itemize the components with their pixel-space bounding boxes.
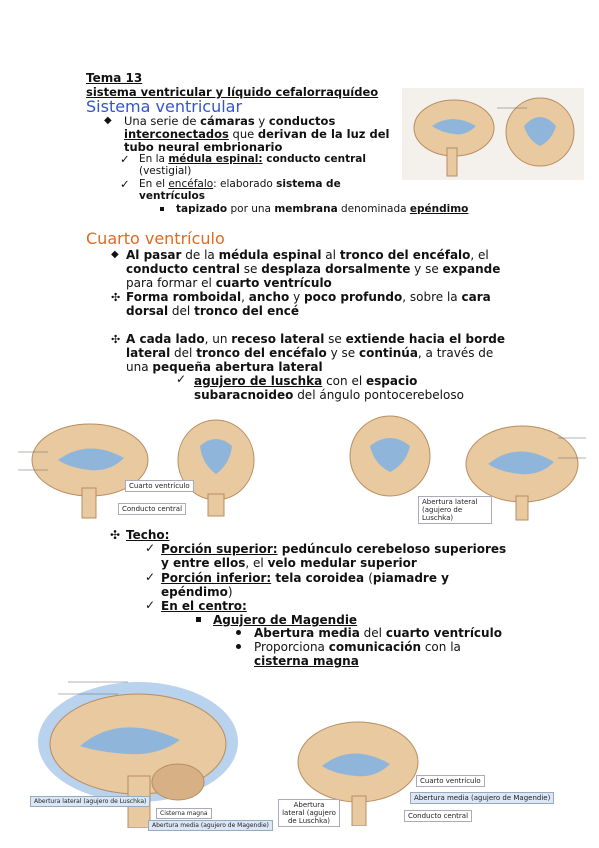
dot-bullet-icon [236, 630, 241, 635]
topic-subtitle: sistema ventricular y líquido cefalorraq… [86, 85, 379, 99]
check-icon: ✓ [120, 152, 130, 166]
sec1-line2: interconectados que derivan de la luz de… [124, 127, 390, 141]
sec1-check1b: (vestigial) [139, 165, 192, 177]
middle-brain-figures [18, 415, 586, 521]
star-bullet-icon: ✣ [111, 291, 121, 304]
label-magendie-left: Abertura media (agujero de Magendie) [148, 820, 273, 831]
sec3-d2b: cisterna magna [254, 654, 359, 668]
sec3-infb: epéndimo) [161, 585, 233, 599]
label-cuarto-ventriculo: Cuarto ventrículo [125, 480, 194, 492]
sec2-line3: para formar el cuarto ventrículo [126, 276, 332, 290]
star-bullet-icon: ✣ [111, 333, 121, 346]
sec1-check2: En el encéfalo: elaborado sistema de [139, 178, 341, 190]
topic-number: Tema 13 [86, 71, 143, 85]
bottom-left-sagittal-figure [38, 681, 238, 828]
section-heading-ventricular: Sistema ventricular [86, 97, 243, 116]
sec2-check1: agujero de luschka con el espacio [194, 374, 418, 388]
label-abertura-lateral-2: Abertura lateral (agujero de Luschka) [278, 799, 340, 827]
check-icon: ✓ [145, 598, 156, 612]
sec2-line8: una pequeña abertura lateral [126, 360, 323, 374]
dot-bullet-icon [236, 644, 241, 649]
techo-heading: Techo: [126, 528, 170, 542]
sec1-line3: tubo neural embrionario [124, 140, 283, 154]
bottom-right-brain-figure [297, 721, 419, 826]
label-abertura-lateral: Abertura lateral (agujero de Luschka) [418, 496, 492, 524]
sec3-sup: Porción superior: pedúnculo cerebeloso s… [161, 542, 507, 556]
label-cisterna-magna: Cisterna magna [156, 808, 212, 819]
top-right-brain-figure [402, 88, 584, 180]
sec2-line6: A cada lado, un receso lateral se extien… [126, 332, 505, 346]
check-icon: ✓ [120, 177, 130, 191]
square-bullet-icon [160, 207, 164, 211]
sec3-inf: Porción inferior: tela coroidea (piamadr… [161, 571, 449, 585]
square-bullet-icon [196, 617, 201, 622]
label-abertura-media-2: Abertura media (agujero de Magendie) [410, 792, 555, 804]
sec2-line2: conducto central se desplaza dorsalmente… [126, 262, 501, 276]
diamond-bullet-icon: ◆ [104, 115, 112, 126]
diamond-bullet-icon: ◆ [111, 249, 119, 260]
sec1-check2b: ventrículos [139, 190, 205, 202]
sec2-line1: Al pasar de la médula espinal al tronco … [126, 248, 489, 262]
sec1-square: tapizado por una membrana denominada epé… [176, 203, 469, 215]
label-cuarto-ventriculo-2: Cuarto ventrículo [416, 775, 485, 787]
sec3-supb: y entre ellos, el velo medular superior [161, 556, 417, 570]
check-icon: ✓ [145, 541, 156, 555]
star-bullet-icon: ✣ [110, 528, 121, 542]
label-conducto-central: Conducto central [118, 503, 187, 515]
label-abertura-lateral-left: Abertura lateral (agujero de Luschka) [30, 796, 151, 807]
sec3-magendie: Agujero de Magendie [213, 613, 358, 627]
sec3-d1: Abertura media del cuarto ventrículo [254, 626, 502, 640]
section-heading-cuarto: Cuarto ventrículo [86, 229, 225, 248]
check-icon: ✓ [145, 570, 156, 584]
check-icon: ✓ [176, 372, 187, 386]
sec2-line4: Forma romboidal, ancho y poco profundo, … [126, 290, 491, 304]
sec1-check1: En la médula espinal: conducto central [139, 153, 366, 165]
sec3-centro: En el centro: [161, 599, 247, 613]
sec2-check1b: subaracnoideo del ángulo pontocerebeloso [194, 388, 464, 402]
sec2-line5: dorsal del tronco del encé [126, 304, 300, 318]
sec2-line7: lateral del tronco del encéfalo y se con… [126, 346, 494, 360]
sec3-d2: Proporciona comunicación con la [254, 640, 461, 654]
label-conducto-central-2: Conducto central [404, 810, 473, 822]
sec1-line1: Una serie de cámaras y conductos [124, 114, 336, 128]
